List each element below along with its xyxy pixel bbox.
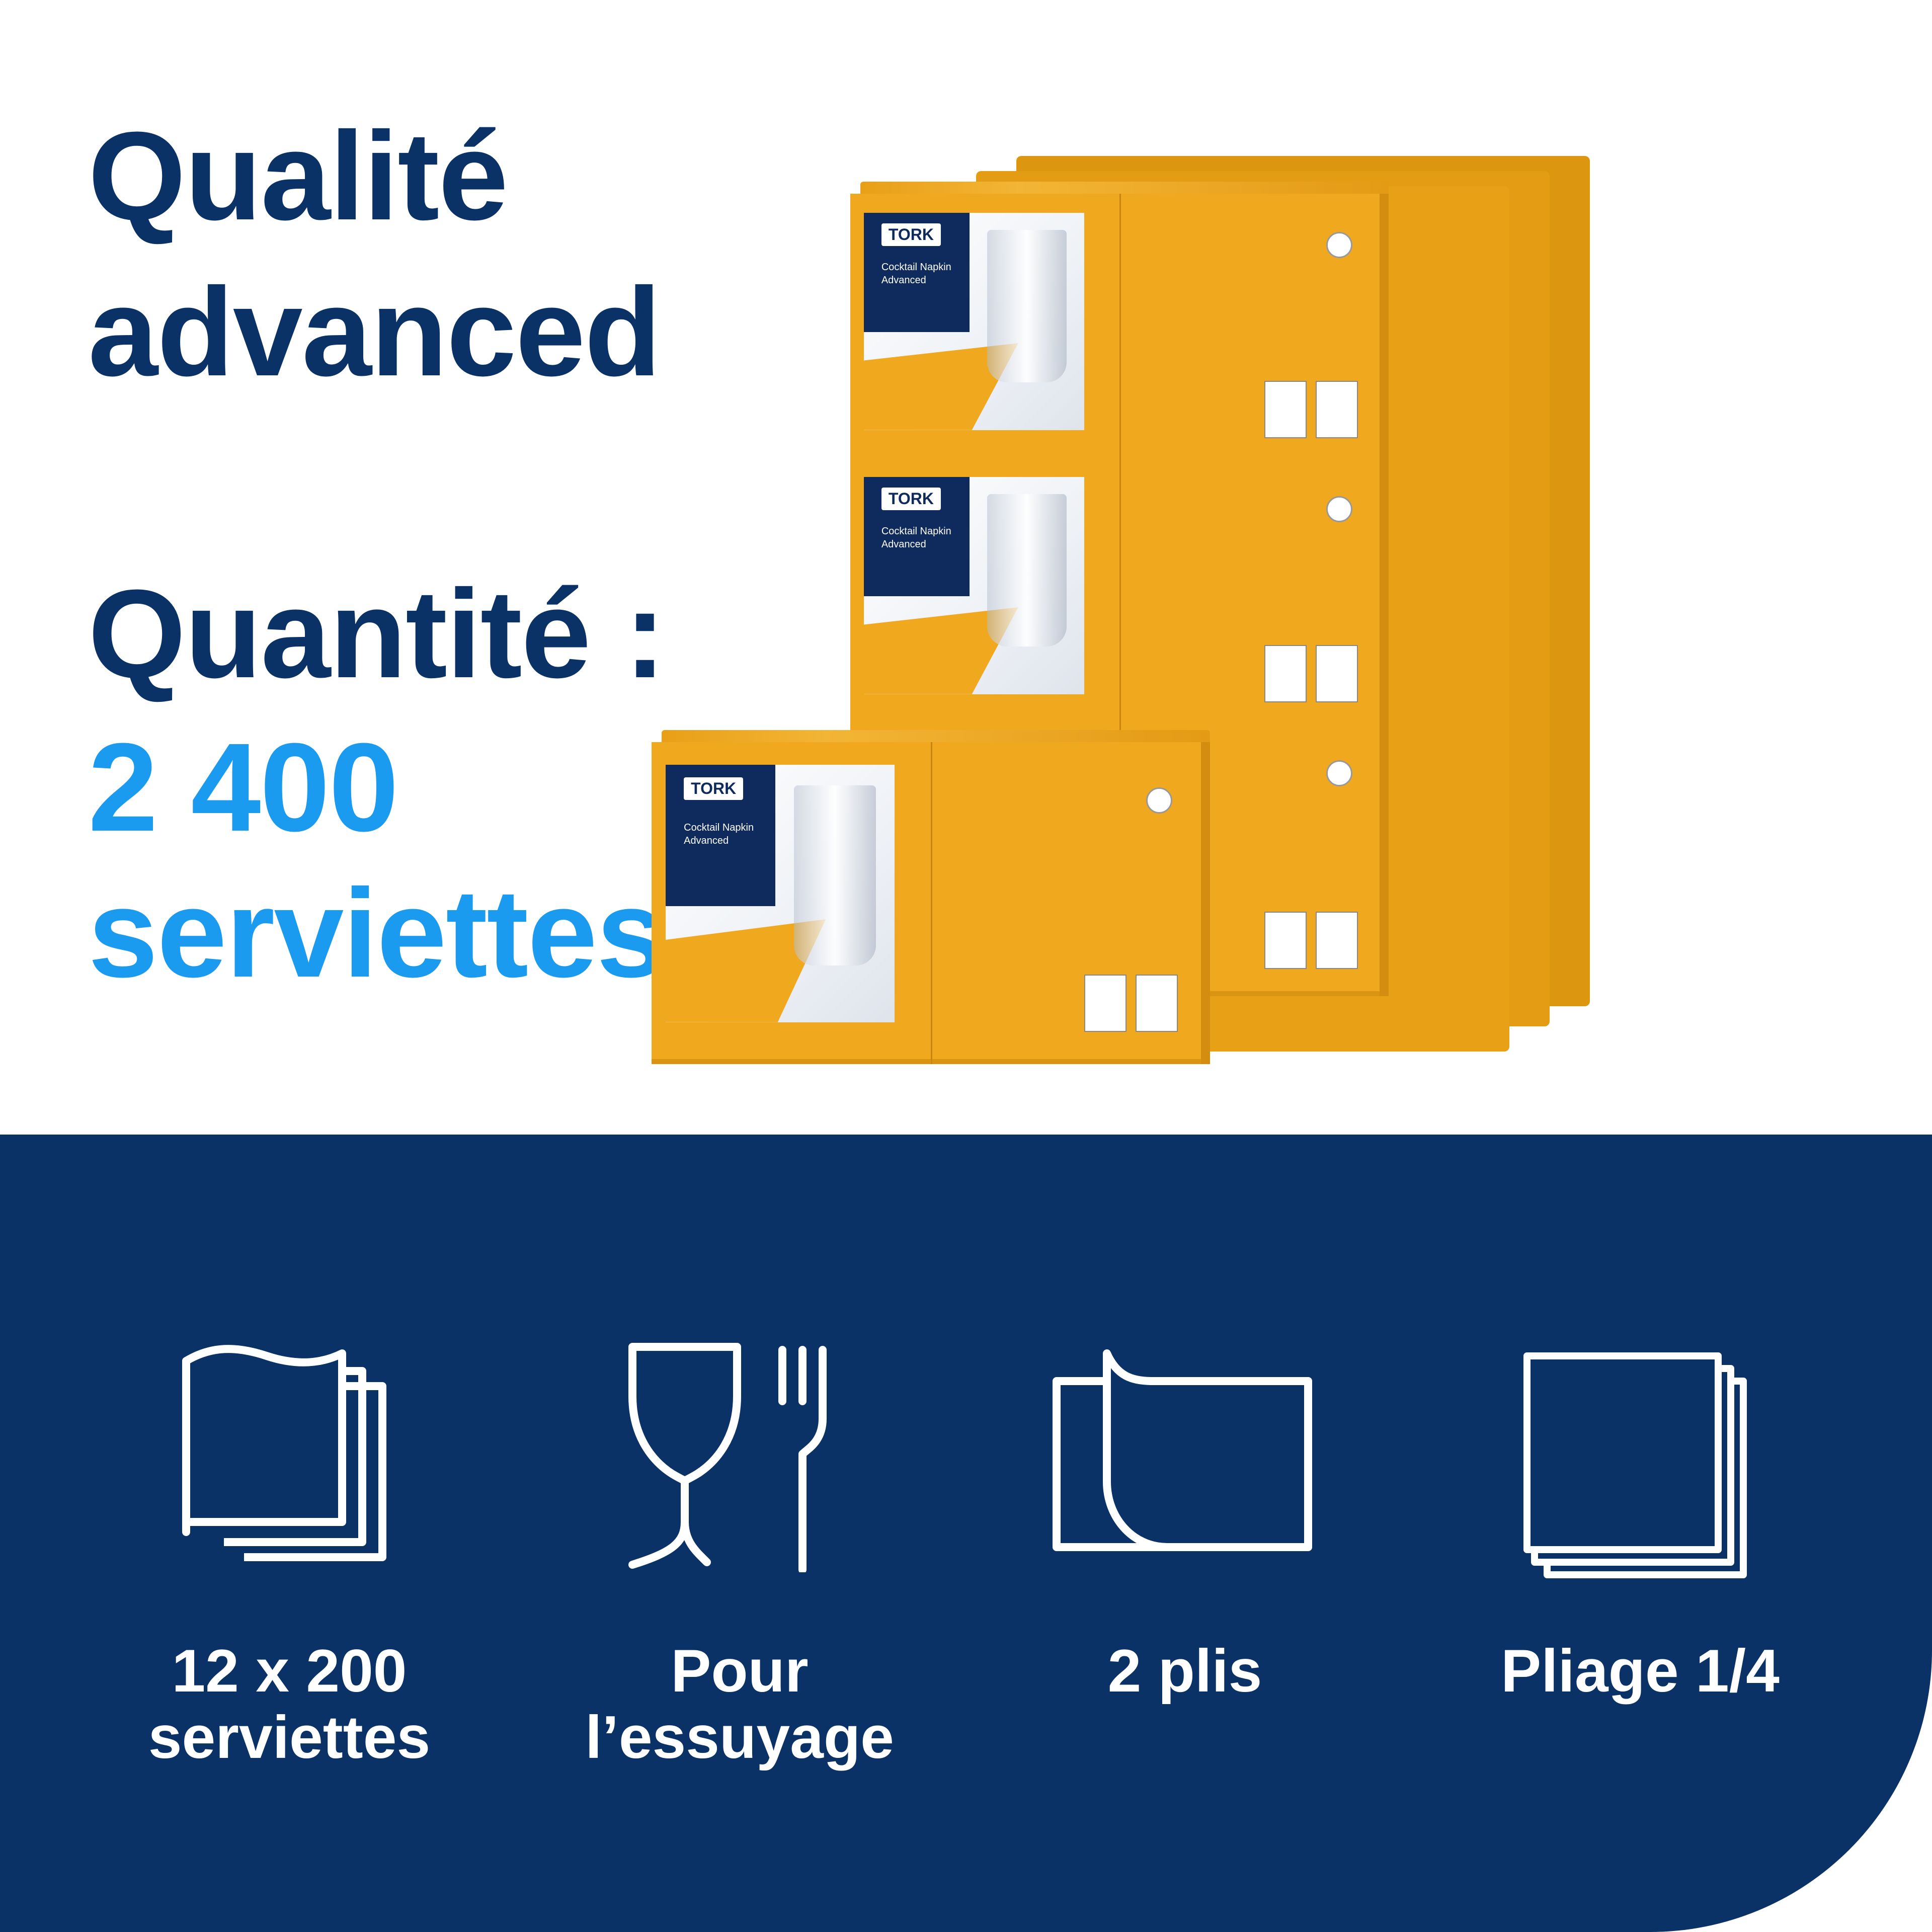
fsc-badge-icon: [1264, 911, 1307, 969]
quarter-fold-icon: [1523, 1352, 1747, 1578]
knot-icon: [1326, 496, 1353, 522]
knot-icon: [1326, 760, 1353, 787]
product-pack: TORK Cocktail Napkin Advanced: [850, 182, 1389, 465]
brand-logo: TORK: [684, 777, 744, 800]
fsc-badge-icon: [1084, 975, 1127, 1032]
brand-logo: TORK: [881, 223, 941, 247]
product-line: Advanced: [684, 835, 729, 847]
product-name: Cocktail Napkin: [881, 261, 951, 273]
two-ply-icon: [1053, 1349, 1312, 1551]
napkin-stack-icon: [182, 1345, 386, 1561]
feature-label: 2 plis: [1107, 1637, 1262, 1705]
product-line: Advanced: [881, 274, 926, 286]
feature-label: Pour: [671, 1637, 809, 1705]
product-pack: TORK Cocktail Napkin Advanced: [850, 458, 1389, 730]
ecolabel-badge-icon: [1315, 381, 1358, 438]
knot-icon: [1326, 231, 1353, 258]
glass-fork-icon: [628, 1343, 827, 1572]
product-image: TORK Cocktail Napkin Advanced: [652, 136, 1791, 1097]
product-pack-single: TORK Cocktail Napkin Advanced: [652, 730, 1210, 1064]
product-line: Advanced: [881, 538, 926, 550]
ecolabel-badge-icon: [1136, 975, 1178, 1032]
headline-quantity: Quantité :: [88, 564, 666, 704]
fsc-badge-icon: [1264, 645, 1307, 702]
ecolabel-badge-icon: [1315, 911, 1358, 969]
headline-count: 2 400: [88, 717, 399, 857]
fsc-badge-icon: [1264, 381, 1307, 438]
product-name: Cocktail Napkin: [684, 822, 754, 834]
knot-icon: [1146, 787, 1173, 814]
ecolabel-badge-icon: [1315, 645, 1358, 702]
feature-label: Pliage 1/4: [1501, 1637, 1780, 1705]
feature-label: serviettes: [148, 1704, 431, 1771]
feature-label: l’essuyage: [585, 1704, 894, 1771]
feature-label: 12 x 200: [172, 1637, 407, 1705]
brand-logo: TORK: [881, 488, 941, 511]
headline-advanced: advanced: [88, 262, 661, 402]
headline-napkins: serviettes: [88, 863, 666, 1003]
headline-quality: Qualité: [88, 106, 508, 246]
features-band: 12 x 200 serviettes Pour l’essuyage 2 pl…: [0, 1135, 1932, 1932]
product-name: Cocktail Napkin: [881, 525, 951, 537]
